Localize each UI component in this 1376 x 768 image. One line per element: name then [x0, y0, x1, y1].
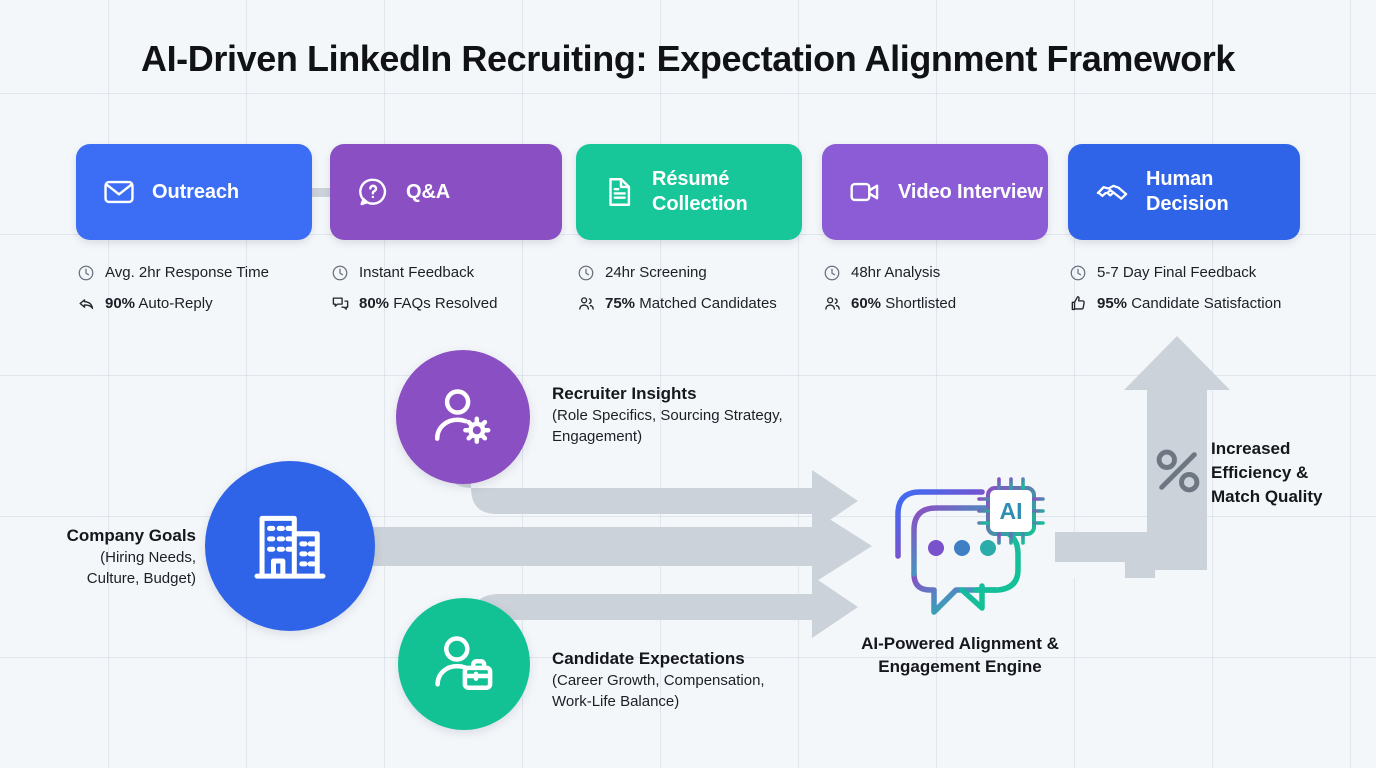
metric-text: 95% Candidate Satisfaction: [1097, 295, 1282, 312]
metric-row: 5-7 Day Final Feedback: [1068, 257, 1300, 288]
pipeline-stage-human-decision[interactable]: Human Decision 5-7 Day Final Feedback 95…: [1068, 144, 1300, 319]
node-company-goals-text: Company Goals (Hiring Needs, Culture, Bu…: [0, 525, 196, 589]
user-briefcase-icon: [428, 628, 500, 700]
flow-arrows: [360, 336, 1230, 670]
stage-label: Outreach: [152, 180, 240, 203]
metric-row: 48hr Analysis: [822, 257, 1048, 288]
chat-bubbles-icon: [330, 294, 350, 314]
question-bubble-icon: [356, 175, 390, 209]
metric-text: Avg. 2hr Response Time: [105, 264, 269, 281]
node-subtitle-line1: (Hiring Needs,: [100, 549, 196, 566]
pipeline-stage-outreach[interactable]: Outreach Avg. 2hr Response Time 90% Auto…: [76, 144, 312, 319]
stage-card[interactable]: Résumé Collection: [576, 144, 802, 240]
percent-icon: [1150, 443, 1206, 499]
arrow-engine-to-outcome: [1062, 336, 1230, 570]
stage-label: Human Decision: [1146, 168, 1229, 215]
metric-row: 95% Candidate Satisfaction: [1068, 288, 1300, 319]
clock-icon: [576, 263, 596, 283]
stage-metrics: Avg. 2hr Response Time 90% Auto-Reply: [76, 257, 312, 319]
pipeline-stage-resume-collection[interactable]: Résumé Collection 24hr Screening 75% Mat…: [576, 144, 802, 319]
metric-text: 48hr Analysis: [851, 264, 941, 281]
outcome-line2: Efficiency &: [1211, 463, 1309, 482]
page-title: AI-Driven LinkedIn Recruiting: Expectati…: [140, 38, 1236, 79]
ai-chip-label: AI: [1000, 498, 1023, 524]
outcome-label: Increased Efficiency & Match Quality: [1211, 437, 1371, 509]
arrow-candidate-to-engine: [445, 576, 858, 670]
people-icon: [822, 294, 842, 314]
ai-engine-label: AI-Powered Alignment & Engagement Engine: [790, 632, 1130, 678]
people-icon: [576, 294, 596, 314]
node-title: Candidate Expectations: [552, 649, 745, 668]
metric-text: 80% FAQs Resolved: [359, 295, 498, 312]
outcome-line3: Match Quality: [1211, 487, 1323, 506]
clock-icon: [822, 263, 842, 283]
node-recruiter-insights[interactable]: [396, 350, 530, 484]
thumbs-up-icon: [1068, 294, 1088, 314]
handshake-icon: [1094, 174, 1130, 210]
arrow-company-to-engine: [360, 508, 872, 584]
node-subtitle-line1: (Career Growth, Compensation,: [552, 672, 765, 689]
metric-row: 75% Matched Candidates: [576, 288, 802, 319]
metric-text: Instant Feedback: [359, 264, 475, 281]
node-subtitle-line1: (Role Specifics, Sourcing Strategy,: [552, 407, 783, 424]
metric-text: 5-7 Day Final Feedback: [1097, 264, 1257, 281]
metric-row: Instant Feedback: [330, 257, 562, 288]
node-subtitle-line2: Work-Life Balance): [552, 693, 680, 710]
ai-chip-icon: AI: [977, 477, 1045, 545]
metric-text: 24hr Screening: [605, 264, 707, 281]
stage-card[interactable]: Video Interview: [822, 144, 1048, 240]
node-candidate-expectations[interactable]: [398, 598, 530, 730]
clock-icon: [76, 263, 96, 283]
stage-label: Q&A: [406, 180, 451, 203]
metric-text: 90% Auto-Reply: [105, 295, 213, 312]
stage-metrics: 24hr Screening 75% Matched Candidates: [576, 257, 802, 319]
metric-row: 90% Auto-Reply: [76, 288, 312, 319]
clock-icon: [1068, 263, 1088, 283]
pipeline-section: Outreach Avg. 2hr Response Time 90% Auto…: [76, 144, 1300, 324]
pipeline-stage-video-interview[interactable]: Video Interview 48hr Analysis 60% Shortl…: [822, 144, 1048, 319]
user-gear-icon: [427, 381, 499, 453]
metric-row: 24hr Screening: [576, 257, 802, 288]
outcome-arrow-corner: [1055, 532, 1155, 578]
stage-metrics: Instant Feedback 80% FAQs Resolved: [330, 257, 562, 319]
stage-card[interactable]: Outreach: [76, 144, 312, 240]
stage-label: Video Interview: [898, 180, 1043, 203]
metric-row: 80% FAQs Resolved: [330, 288, 562, 319]
clock-icon: [330, 263, 350, 283]
document-icon: [602, 175, 636, 209]
arrow-recruiter-to-engine: [445, 420, 858, 532]
node-subtitle-line2: Culture, Budget): [86, 570, 196, 587]
engine-label-line2: Engagement Engine: [878, 657, 1042, 676]
outcome-line1: Increased: [1211, 439, 1291, 458]
node-title: Company Goals: [66, 526, 196, 545]
engine-label-line1: AI-Powered Alignment &: [861, 634, 1059, 653]
stage-metrics: 5-7 Day Final Feedback 95% Candidate Sat…: [1068, 257, 1300, 319]
stage-card[interactable]: Q&A: [330, 144, 562, 240]
ai-chat-bubbles-icon: AI: [895, 477, 1045, 615]
envelope-icon: [102, 175, 136, 209]
node-subtitle-line2: Engagement): [552, 428, 643, 445]
node-recruiter-insights-text: Recruiter Insights (Role Specifics, Sour…: [552, 383, 783, 447]
pipeline-stage-qa[interactable]: Q&A Instant Feedback 80% FAQs Resolved: [330, 144, 562, 319]
video-camera-icon: [848, 175, 882, 209]
stage-metrics: 48hr Analysis 60% Shortlisted: [822, 257, 1048, 319]
node-title: Recruiter Insights: [552, 384, 697, 403]
stage-card[interactable]: Human Decision: [1068, 144, 1300, 240]
node-company-goals[interactable]: [205, 461, 375, 631]
metric-row: 60% Shortlisted: [822, 288, 1048, 319]
metric-text: 75% Matched Candidates: [605, 295, 777, 312]
metric-row: Avg. 2hr Response Time: [76, 257, 312, 288]
building-icon: [247, 503, 333, 589]
reply-arrow-icon: [76, 294, 96, 314]
metric-text: 60% Shortlisted: [851, 295, 957, 312]
node-candidate-expectations-text: Candidate Expectations (Career Growth, C…: [552, 648, 765, 712]
stage-label: Résumé Collection: [652, 168, 748, 215]
